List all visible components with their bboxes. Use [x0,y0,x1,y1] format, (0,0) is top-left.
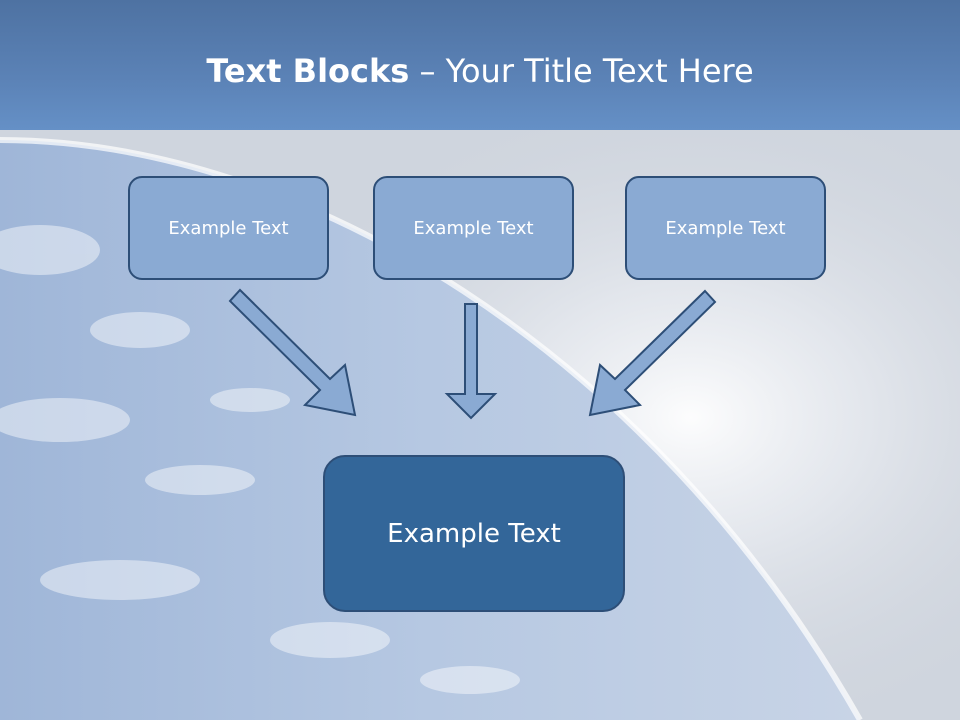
arrow-left [228,288,357,417]
title-bold: Text Blocks [206,52,410,90]
text-block-main-label: Example Text [387,518,561,549]
title-bar [0,0,960,130]
text-block-2[interactable]: Example Text [373,176,574,280]
title-separator: – [409,52,446,90]
title-rest: Your Title Text Here [445,52,754,90]
text-block-1[interactable]: Example Text [128,176,329,280]
text-block-1-label: Example Text [168,217,289,239]
text-block-main[interactable]: Example Text [323,455,625,612]
arrow-center [444,303,498,420]
text-block-2-label: Example Text [413,217,534,239]
text-block-3-label: Example Text [665,217,786,239]
slide-title: Text Blocks – Your Title Text Here [0,52,960,90]
text-block-3[interactable]: Example Text [625,176,826,280]
arrow-right [588,289,717,417]
